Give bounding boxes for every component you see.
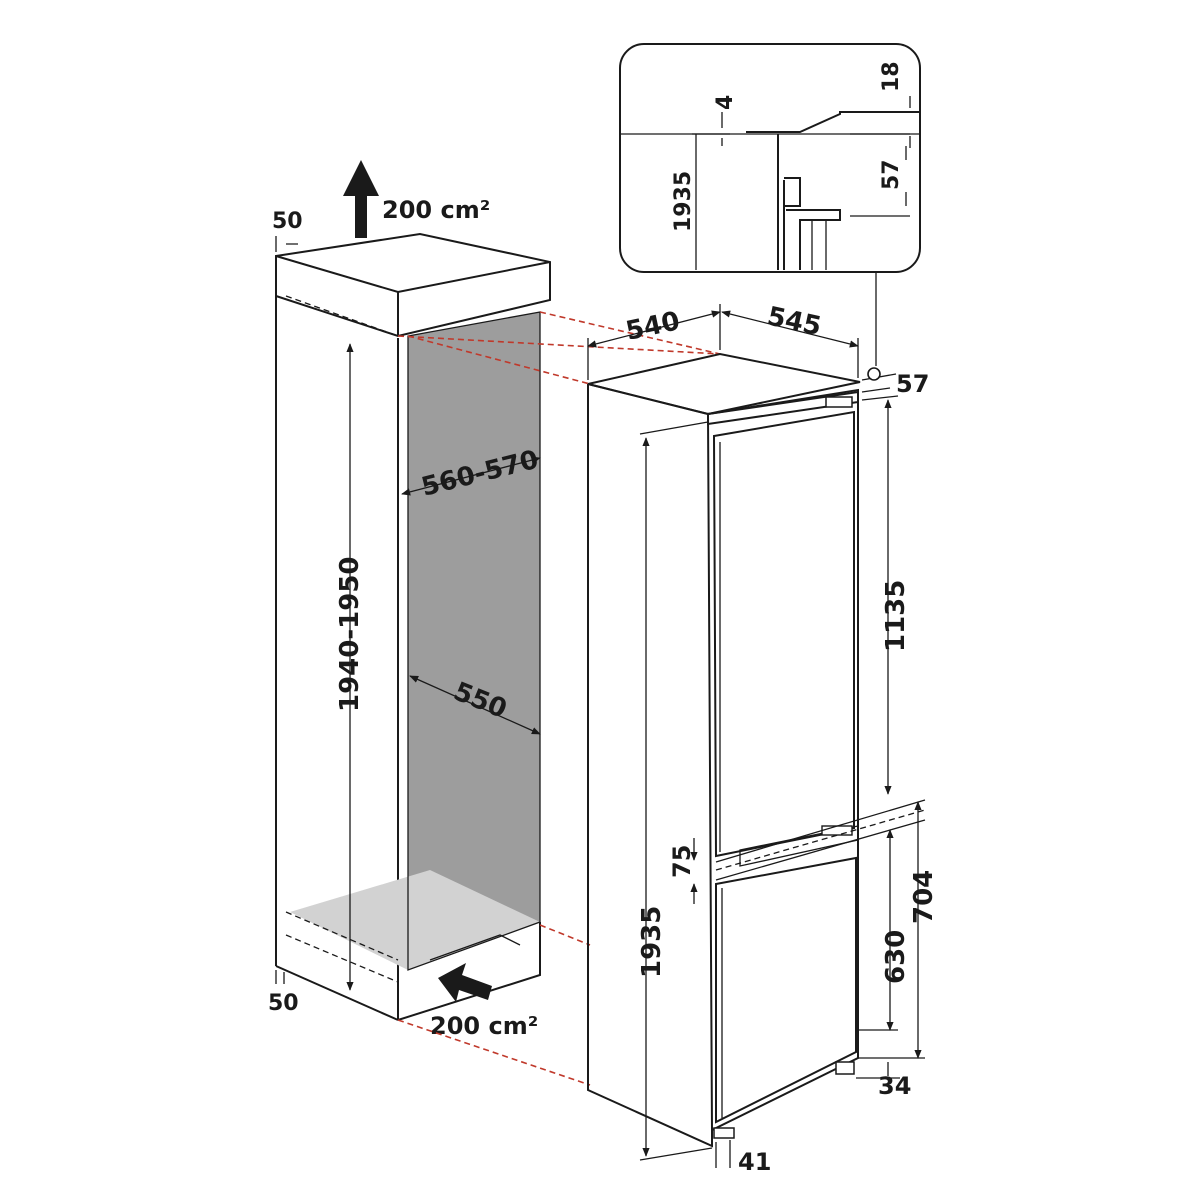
base-right-label: 34	[878, 1072, 911, 1100]
base-ext-lines	[858, 1029, 925, 1059]
detail-panel-label: 18	[879, 61, 904, 92]
appliance-depth-label: 540	[623, 306, 682, 347]
niche-height-label: 1940-1950	[335, 556, 365, 712]
top-hinge	[825, 396, 853, 408]
base-front-lines	[715, 1140, 731, 1168]
niche-bottom-side	[275, 965, 399, 1021]
bottom-clearance-ticks	[275, 970, 285, 984]
height-ext-lines	[639, 421, 713, 1161]
lower-door-label: 630	[881, 930, 911, 984]
top-offset-label: 57	[896, 370, 929, 398]
detail-frame	[619, 43, 921, 273]
niche-drawing	[275, 232, 551, 1021]
vent-bottom-label: 200 cm²	[430, 1012, 538, 1040]
niche-bottom-hidden	[285, 911, 399, 983]
appliance-height-label: 1935	[637, 906, 667, 978]
upper-ext-top	[861, 395, 899, 401]
appliance-drawing	[587, 352, 861, 1148]
base-right-lines	[856, 1062, 900, 1079]
niche-base-plinth	[429, 934, 521, 961]
niche-top-clearance: 50	[272, 209, 303, 234]
vent-in-arrow-icon	[438, 963, 492, 1002]
detail-inset: 1935 4 18 57	[619, 43, 921, 381]
appliance-dimensions: 540 545 57 1935 1135 75 704 630 34 41	[587, 302, 939, 1176]
appliance-door-depth-label: 545	[765, 302, 824, 343]
upper-door	[712, 410, 855, 858]
section-center-line	[715, 809, 926, 871]
front-foot	[713, 1127, 735, 1139]
niche-bottom-clearance: 50	[268, 991, 299, 1016]
top-hinge-strip	[707, 390, 859, 426]
niche-top-box	[275, 232, 551, 338]
depth-line	[587, 310, 721, 348]
detail-height-label: 1935	[671, 171, 696, 232]
appliance-top	[587, 352, 861, 416]
top-clearance-ticks	[275, 236, 298, 252]
detail-wall	[777, 134, 785, 270]
detail-bracket	[784, 177, 801, 207]
appliance-top-edge	[587, 383, 709, 415]
base-front-label: 41	[738, 1148, 771, 1176]
detail-marker-icon	[867, 367, 881, 381]
rear-foot	[835, 1061, 855, 1075]
middle-gap	[739, 825, 859, 867]
niche-depth-line	[401, 456, 541, 496]
vent-up-arrow-icon	[343, 160, 379, 238]
appliance-side	[587, 384, 713, 1148]
door-depth-line	[721, 310, 859, 348]
appliance-front	[706, 388, 859, 1132]
detail-top-gap-label: 4	[713, 95, 738, 110]
detail-hinge	[786, 209, 841, 270]
detail-offset-lines	[850, 133, 910, 217]
detail-door	[811, 220, 827, 270]
niche-width-line	[409, 675, 541, 735]
detail-offset-label: 57	[879, 159, 904, 190]
lower-door	[715, 856, 857, 1124]
detail-panel-lines	[850, 96, 911, 148]
niche-base	[397, 922, 541, 1021]
detail-height-line	[692, 133, 730, 270]
middle-hinge	[821, 825, 853, 836]
section-ext-lines	[715, 799, 926, 881]
gap-label: 75	[668, 845, 696, 878]
lower-section-label: 704	[909, 870, 939, 924]
vent-top-label: 200 cm²	[382, 196, 490, 224]
upper-door-label: 1135	[881, 580, 911, 652]
